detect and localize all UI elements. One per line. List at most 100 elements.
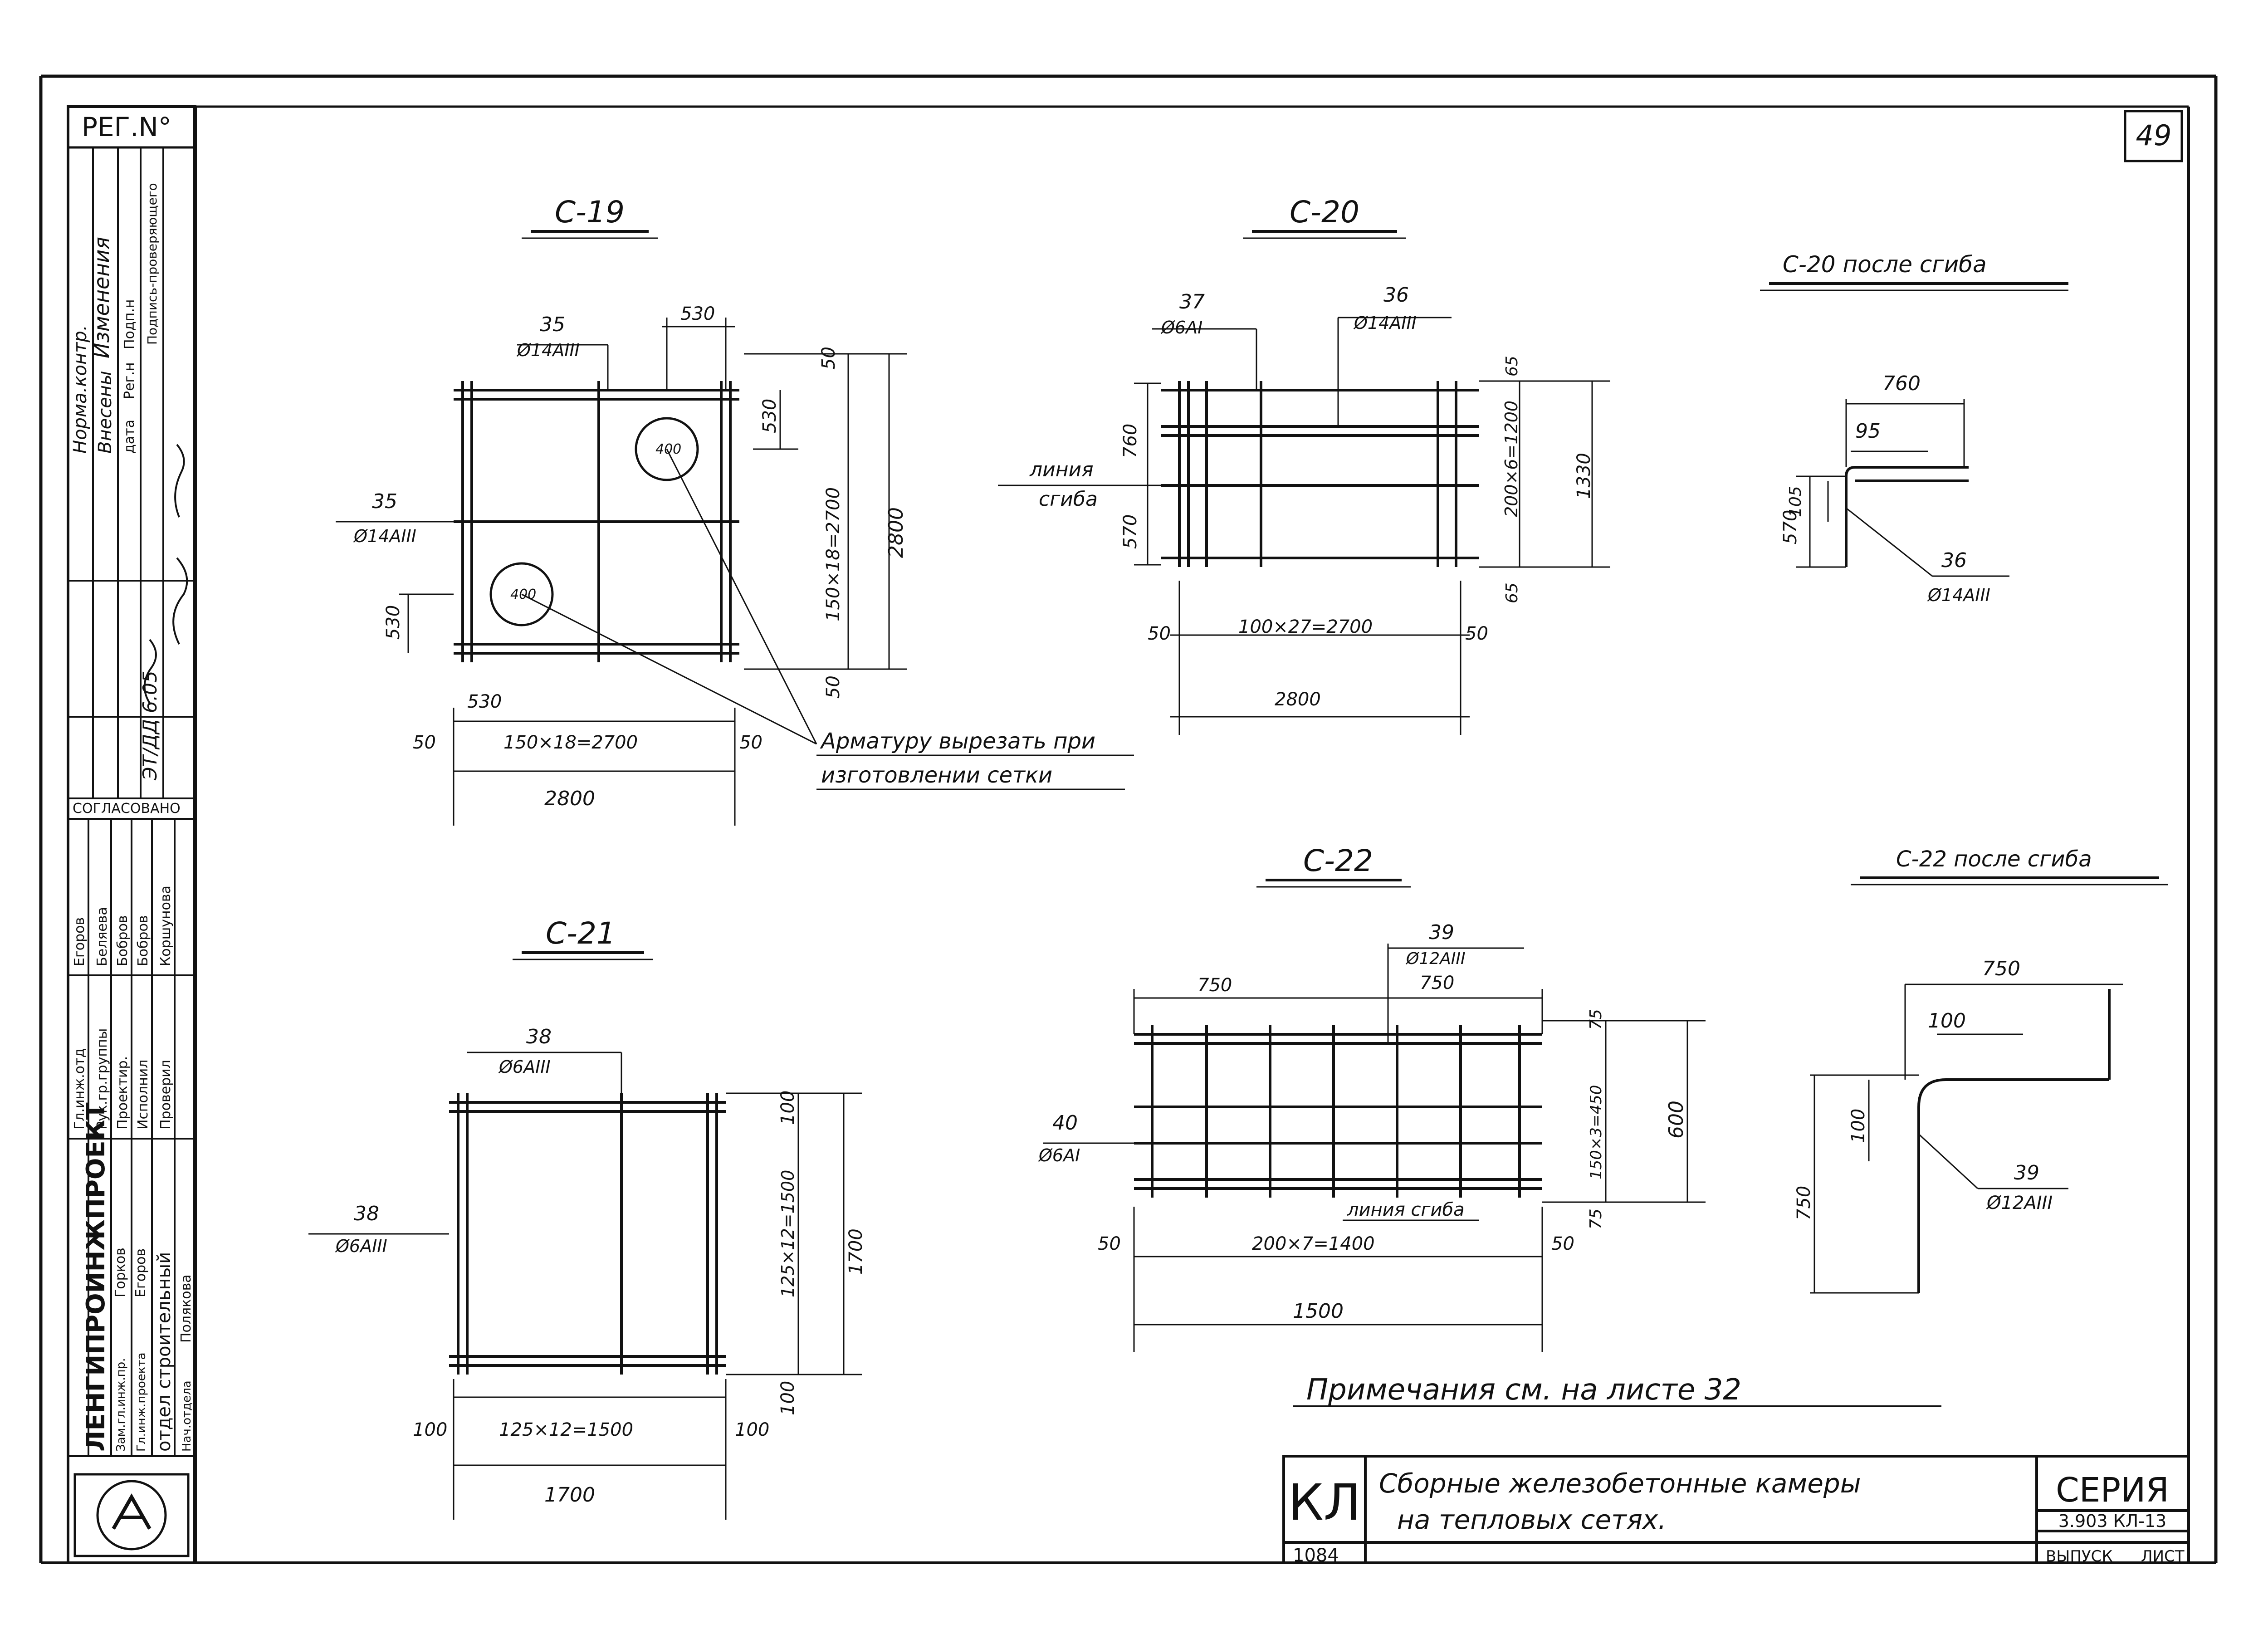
c22-bent-title: С-22 после сгиба: [1896, 846, 2092, 872]
c22-bent-dim-left-small: 100: [1848, 1109, 1869, 1143]
c19-bar-top-mark: 35: [540, 313, 565, 336]
series-label: СЕРИЯ: [2056, 1471, 2169, 1510]
c22-dim-bottom-total: 1500: [1293, 1300, 1344, 1323]
c22-dim-top-right: 750: [1420, 973, 1454, 993]
c19-note-line2: изготовлении сетки: [821, 763, 1052, 788]
c20-bent-bar-mark: 36: [1941, 549, 1967, 572]
c20-bend-line-1: линия: [1029, 458, 1094, 481]
c20-bent-dim-small: 105: [1786, 486, 1805, 517]
c19-dim-bottom-total: 2800: [544, 787, 595, 810]
staff-4-name: Коршунова: [158, 885, 174, 966]
changes-row1: Норма.контр.: [70, 325, 91, 454]
org-dept: отдел строительный: [154, 1252, 175, 1452]
drawing-c20: С-20: [998, 195, 1610, 735]
org-name: ЛЕНГИПРОИНЖПРОЕКТ: [81, 1102, 111, 1452]
c19-bar-left-mark: 35: [372, 490, 397, 513]
reg-number-label: РЕГ.N°: [82, 112, 171, 142]
c22-dim-right-mid: 150×3=450: [1587, 1085, 1605, 1179]
changes-signature: [172, 444, 188, 645]
staff-7-role: Нач.отдела: [180, 1380, 194, 1452]
c20-dim-bottom-left: 50: [1148, 623, 1171, 644]
c20-dim-left-top: 760: [1120, 424, 1141, 458]
c20-dim-right-bottom: 65: [1503, 582, 1521, 603]
notes-text: Примечания см. на листе 32: [1306, 1373, 1741, 1407]
left-stamp-column: РЕГ.N° Изменения Норма.контр. Внесены да…: [67, 105, 196, 1564]
changes-col-check: Подпись-проверяющего: [145, 183, 160, 345]
staff-4-role: Проверил: [158, 1060, 174, 1130]
c22-dim-top-left: 750: [1198, 975, 1232, 996]
c21-dim-bottom-left: 100: [413, 1419, 447, 1440]
drawing-c21: С-21 38 Ø6АIII 38: [308, 916, 866, 1520]
staff-2-role: Проектир.: [115, 1056, 131, 1130]
staff-1-name: Беляева: [94, 907, 110, 966]
staff-0-name: Егоров: [72, 917, 88, 966]
c20-dim-right-total: 1330: [1574, 453, 1594, 499]
changes-row2: Внесены: [95, 371, 116, 454]
c20-dim-left-bottom: 570: [1120, 514, 1141, 549]
c22-dim-right-total: 600: [1665, 1101, 1688, 1139]
c22-bent-dim-top: 750: [1982, 957, 2020, 980]
c19-bar-top-spec: Ø14АIII: [516, 340, 580, 360]
staff-5-role: Зам.гл.инж.пр.: [114, 1358, 128, 1452]
c20-dim-bottom-right: 50: [1465, 623, 1488, 644]
c19-title: С-19: [555, 195, 625, 230]
title-line2: на тепловых сетях.: [1397, 1504, 1667, 1535]
changes-title: Изменения: [89, 237, 114, 358]
staff-3-name: Бобров: [135, 915, 151, 966]
c22-bend-line: линия сгиба: [1347, 1199, 1465, 1220]
c19-dim-bottom-mid: 150×18=2700: [503, 732, 638, 753]
c19-dim-right-top: 50: [818, 347, 839, 370]
sheet-number: 49: [2136, 119, 2172, 152]
c20-title: С-20: [1290, 195, 1359, 230]
c19-note-line1: Арматуру вырезать при: [820, 729, 1095, 754]
c19-hole-bottom: [489, 562, 554, 626]
c20-bend-line-2: сгиба: [1039, 488, 1098, 511]
issue-label: ВЫПУСК: [2046, 1547, 2113, 1566]
c21-dim-bottom-mid: 125×12=1500: [499, 1419, 633, 1440]
c19-dim-top: 530: [680, 303, 715, 324]
c19-dim-right-bottom: 50: [823, 675, 844, 699]
c22-title: С-22: [1303, 843, 1373, 878]
c19-bar-left-spec: Ø14АIII: [353, 526, 416, 546]
c20-dim-bottom-total: 2800: [1275, 689, 1321, 710]
c22-bent-bar-mark: 39: [2014, 1161, 2039, 1184]
c19-dim-bottom-right: 50: [739, 732, 763, 753]
title-block: КЛ Сборные железобетонные камеры на тепл…: [1282, 1455, 2190, 1566]
c19-dim-right-mid: 150×18=2700: [823, 487, 844, 621]
sheet-number-box: 49: [2124, 110, 2183, 162]
staff-2-name: Бобров: [115, 915, 131, 966]
c19-dim-left-hole: 530: [383, 605, 404, 640]
c20-bent-title: С-20 после сгиба: [1783, 251, 1987, 278]
c21-dim-bottom-right: 100: [735, 1419, 769, 1440]
c20-bent-dim-left: 570: [1780, 510, 1801, 544]
agreed-label: СОГЛАСОВАНО: [73, 801, 181, 817]
drawing-c20-bent: С-20 после сгиба 760 95 570 105 36 Ø14АI…: [1760, 251, 2068, 605]
staff-1-role: Рук.гр.группы: [94, 1028, 110, 1130]
c21-bar-left-spec: Ø6АIII: [335, 1236, 387, 1256]
title-code: КЛ: [1288, 1473, 1361, 1531]
c19-hole-top: [635, 417, 699, 481]
drawing-c19: С-19 400 400: [336, 195, 1134, 826]
c20-bent-dim-top: 760: [1882, 372, 1921, 395]
c22-dim-right-bottom: 75: [1587, 1208, 1605, 1229]
c22-bent-dim-inner: 100: [1928, 1009, 1966, 1032]
c21-title: С-21: [546, 916, 616, 951]
c19-dim-right-hole: 530: [759, 399, 780, 433]
c22-dim-right-top: 75: [1587, 1009, 1605, 1030]
c20-bent-dim-inner: 95: [1855, 420, 1881, 443]
series-value: 3.903 КЛ-13: [2058, 1511, 2166, 1531]
c20-bar-b-mark: 36: [1383, 284, 1409, 307]
c21-dim-right-mid: 125×12=1500: [778, 1170, 798, 1297]
c21-dim-right-top: 100: [777, 1091, 798, 1125]
c20-bent-bar-spec: Ø14АIII: [1927, 585, 1990, 605]
c21-bar-top-mark: 38: [526, 1025, 552, 1048]
c21-dim-right-total: 1700: [846, 1228, 866, 1275]
staff-6-name: Егоров: [133, 1248, 149, 1297]
drawing-c22-bent: С-22 после сгиба 750 100 100 750 39 Ø12А…: [1794, 846, 2168, 1294]
c22-dim-bottom-mid: 200×7=1400: [1252, 1233, 1375, 1254]
c22-bar-left-spec: Ø6АI: [1038, 1145, 1080, 1165]
c20-bar-a-mark: 37: [1179, 290, 1205, 313]
c20-dim-bottom-mid: 100×27=2700: [1238, 616, 1373, 637]
title-line1: Сборные железобетонные камеры: [1379, 1468, 1861, 1499]
